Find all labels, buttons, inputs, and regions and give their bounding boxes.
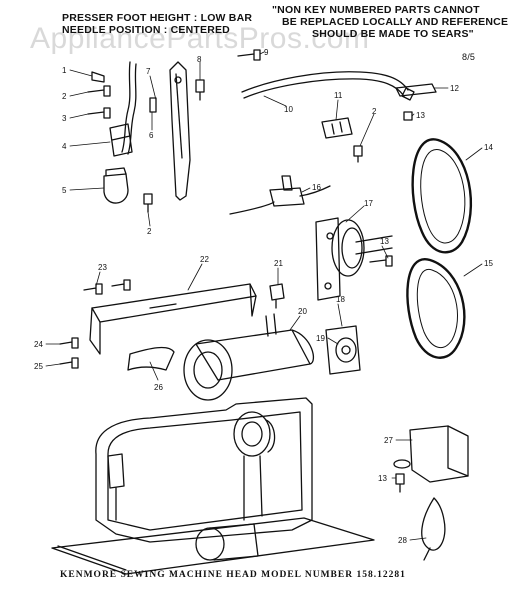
small-clip-1 (91, 71, 105, 83)
callout-2: 2 (62, 92, 67, 101)
screw-13a (403, 111, 413, 121)
lamp-housing-27 (393, 425, 469, 483)
callout-21: 21 (274, 259, 283, 268)
cord-28 (421, 497, 446, 561)
screw-25 (59, 357, 79, 369)
small-screw-3 (87, 107, 111, 119)
header-note-line2: BE REPLACED LOCALLY AND REFERENCE (282, 16, 509, 28)
screw-9 (237, 49, 261, 61)
callout-13-top: 13 (416, 111, 425, 120)
callout-14: 14 (484, 143, 493, 152)
drive-belt-15 (406, 258, 466, 359)
watermark-text: AppliancePartsPros.com (30, 22, 370, 55)
motor-17 (315, 217, 393, 301)
screw-2c (353, 145, 363, 163)
screw-23b (111, 279, 131, 291)
callout-17: 17 (364, 199, 373, 208)
bulb-socket (109, 123, 133, 157)
callout-13-lower: 13 (378, 474, 387, 483)
screw-13c (395, 473, 405, 493)
callout-3: 3 (62, 114, 67, 123)
callout-8: 8 (197, 55, 202, 64)
header-presser-foot: PRESSER FOOT HEIGHT : LOW BAR (62, 12, 253, 24)
small-screw-2a (87, 85, 111, 97)
handwheel-pulley (233, 411, 276, 457)
callout-11: 11 (334, 91, 343, 100)
bracket-11 (321, 117, 353, 139)
callout-12: 12 (450, 84, 459, 93)
light-bulb (103, 167, 129, 204)
presser-bar-lifter (169, 61, 191, 201)
header-note-line3: SHOULD BE MADE TO SEARS" (312, 28, 474, 40)
callout-18: 18 (336, 295, 345, 304)
screw-13b (369, 255, 393, 267)
callout-13-mid: 13 (380, 237, 389, 246)
machine-head-outline (51, 397, 375, 575)
small-screw-8 (195, 79, 205, 101)
presser-rod (241, 71, 415, 101)
motor-bracket-22 (89, 283, 257, 355)
internal-belt (243, 455, 263, 521)
callout-10: 10 (284, 105, 293, 114)
header-note-line1: "NON KEY NUMBERED PARTS CANNOT (272, 4, 480, 16)
callout-24: 24 (34, 340, 43, 349)
motor-20 (183, 313, 315, 401)
screw-21 (269, 283, 285, 309)
leader-lines (45, 51, 483, 541)
needle-bar-area (107, 453, 125, 521)
header-needle-position: NEEDLE POSITION : CENTERED (62, 24, 230, 36)
screw-23a (83, 283, 103, 295)
callout-20: 20 (298, 307, 307, 316)
installed-motor (195, 523, 259, 561)
callout-1: 1 (62, 66, 67, 75)
pin-6 (149, 97, 157, 113)
callout-numbers: 1 2 3 4 5 6 7 8 2 9 10 11 2 12 13 14 16 … (34, 48, 493, 545)
callout-15: 15 (484, 259, 493, 268)
shield-26 (127, 346, 175, 371)
model-number-caption: KENMORE SEWING MACHINE HEAD MODEL NUMBER… (60, 570, 406, 580)
switch-16 (229, 175, 331, 215)
callout-9: 9 (264, 48, 269, 57)
thread-guide-wire (121, 61, 137, 155)
callout-22: 22 (200, 255, 209, 264)
callout-25: 25 (34, 362, 43, 371)
callout-6: 6 (149, 131, 154, 140)
callout-28: 28 (398, 536, 407, 545)
callout-16: 16 (312, 183, 321, 192)
page-code: 8/5 (462, 52, 476, 62)
callout-2-right: 2 (372, 107, 377, 116)
plate-12 (395, 83, 437, 97)
callout-19: 19 (316, 334, 325, 343)
callout-7: 7 (146, 67, 151, 76)
callout-23: 23 (98, 263, 107, 272)
drive-belt-14 (411, 138, 473, 254)
screw-24 (59, 337, 79, 349)
callout-26: 26 (154, 383, 163, 392)
callout-27: 27 (384, 436, 393, 445)
small-screw-2b (143, 193, 153, 213)
callout-5: 5 (62, 186, 67, 195)
pulley-18-19 (325, 325, 361, 375)
callout-2-lower: 2 (147, 227, 152, 236)
callout-4: 4 (62, 142, 67, 151)
